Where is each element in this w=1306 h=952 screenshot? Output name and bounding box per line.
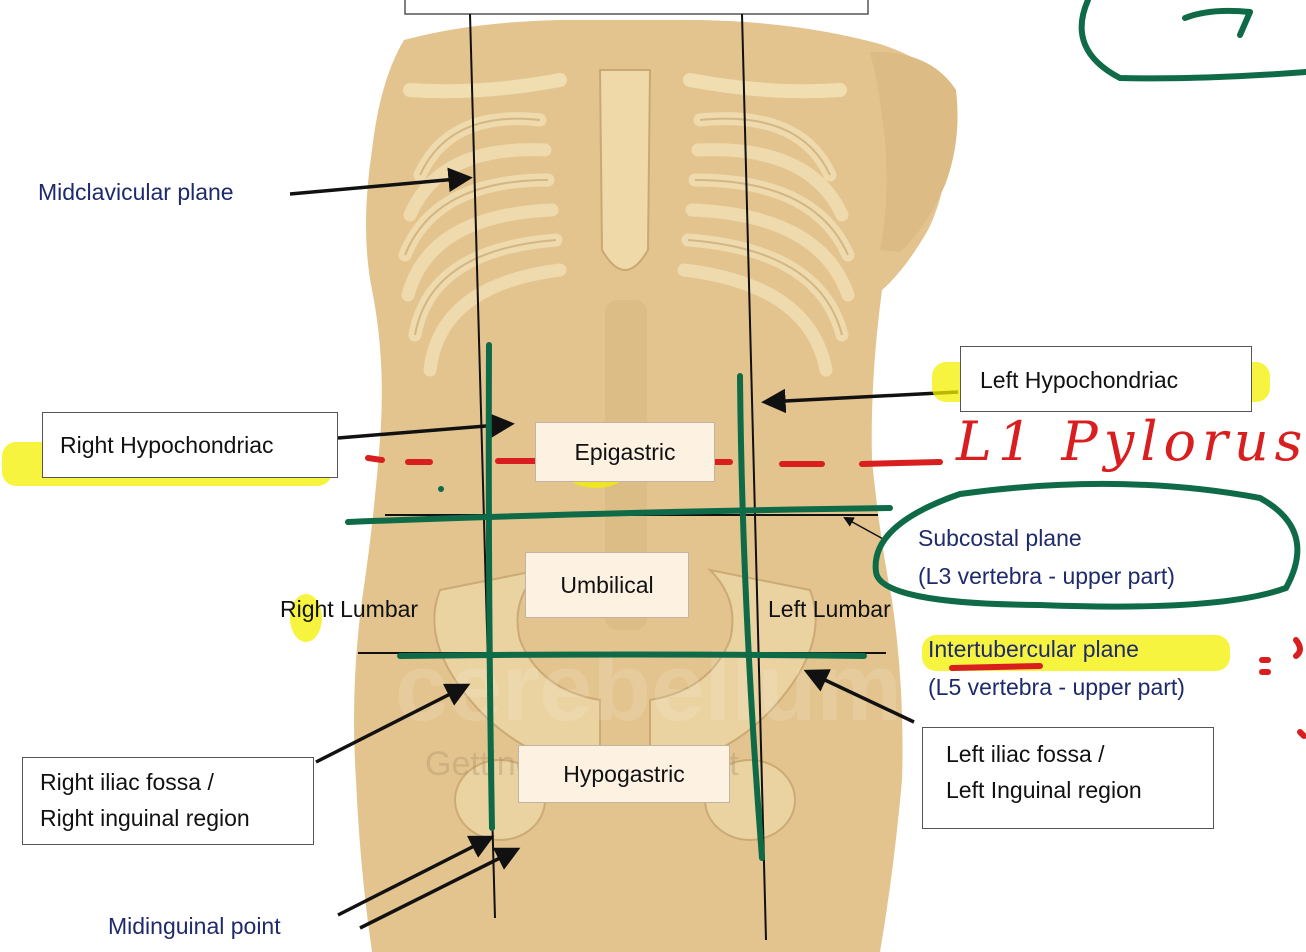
subcostal-detail-label: (L3 vertebra - upper part) (918, 562, 1175, 591)
region-hypogastric: Hypogastric (518, 745, 730, 803)
right-iliac-line2: Right inguinal region (40, 804, 250, 833)
sternum (600, 70, 650, 270)
right-hypochondriac-label: Right Hypochondriac (60, 431, 274, 460)
intertubercular-plane-label: Intertubercular plane (928, 635, 1139, 664)
handwritten-l1-note: L1 Pylorus (956, 410, 1306, 473)
left-iliac-line2: Left Inguinal region (946, 776, 1142, 805)
region-umbilical: Umbilical (525, 552, 689, 618)
left-lumbar-label: Left Lumbar (768, 595, 891, 624)
subcostal-plane-label: Subcostal plane (918, 524, 1082, 553)
left-hypochondriac-label: Left Hypochondriac (980, 366, 1178, 395)
region-epigastric: Epigastric (535, 422, 715, 482)
torso-silhouette (354, 20, 953, 952)
left-iliac-line1: Left iliac fossa / (946, 740, 1105, 769)
right-iliac-line1: Right iliac fossa / (40, 768, 214, 797)
midclavicular-plane-label: Midclavicular plane (38, 178, 234, 207)
watermark-brand: cerebellum (395, 634, 902, 741)
right-lumbar-label: Right Lumbar (280, 595, 418, 624)
top-label-box (405, 0, 868, 14)
midinguinal-point-label: Midinguinal point (108, 912, 281, 941)
intertubercular-detail-label: (L5 vertebra - upper part) (928, 673, 1185, 702)
